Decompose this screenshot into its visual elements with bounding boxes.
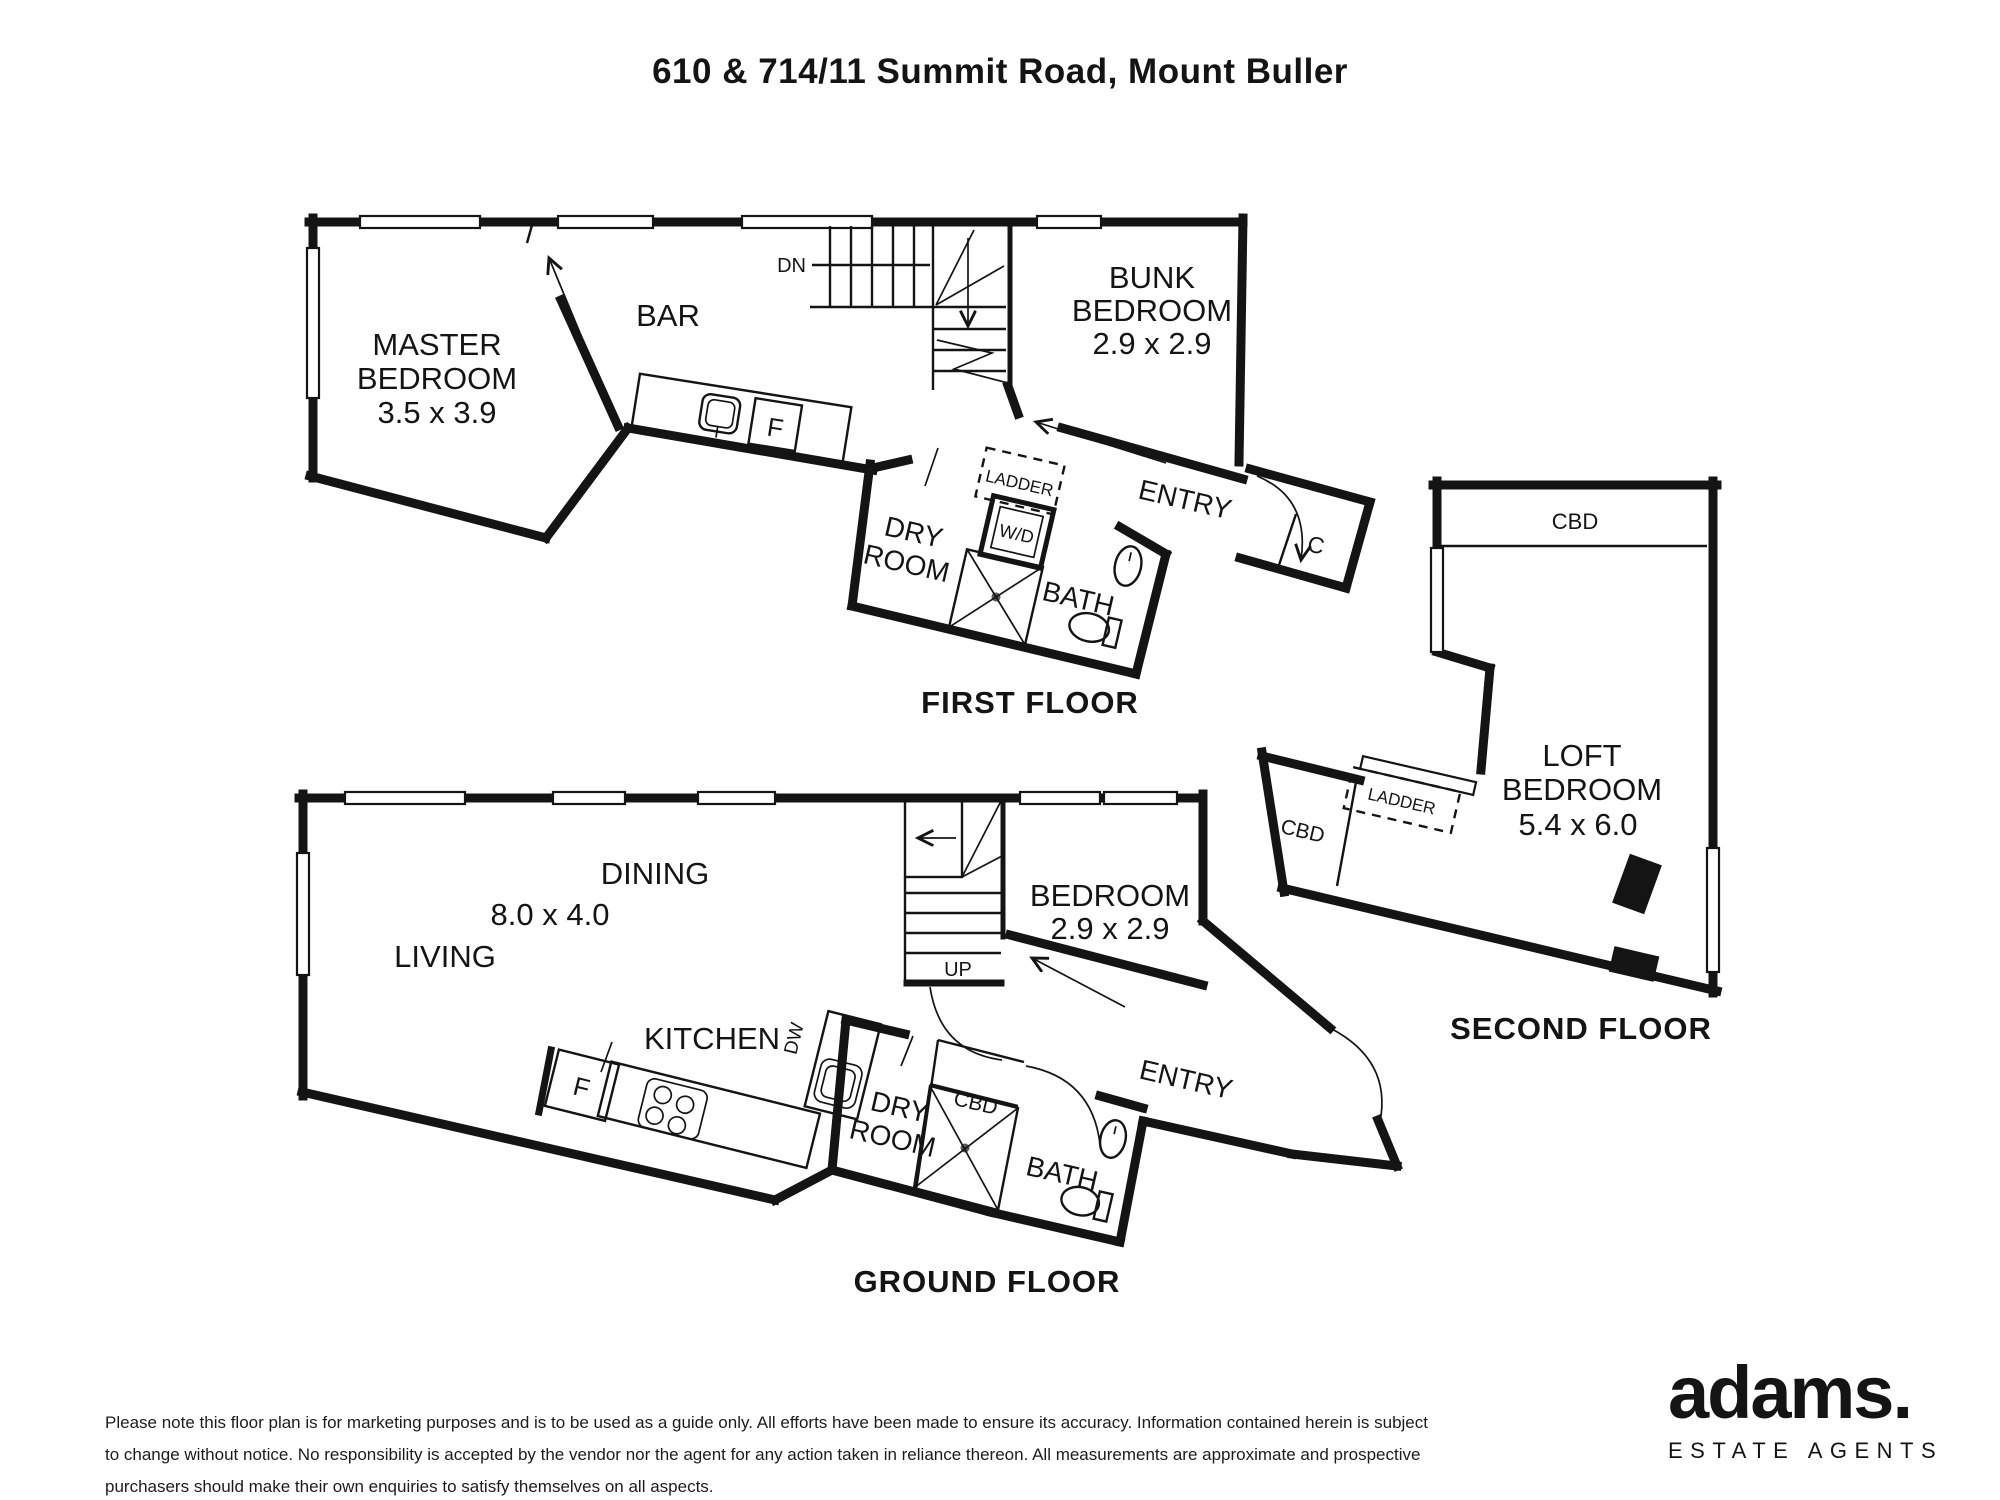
fridge-icon-first: F [747, 396, 804, 453]
bar-sink-icon [698, 392, 742, 438]
dishwasher-bench [803, 1009, 883, 1121]
label-entry-ground: ENTRY [1137, 1054, 1236, 1106]
first-floor-plan: F W/D LADDER [304, 213, 1376, 720]
kitchen-sink-icon [813, 1054, 863, 1110]
label-stairs-dn: DN [777, 255, 806, 277]
shower-icon-first [947, 547, 1045, 647]
first-floor-stairs [810, 222, 1009, 390]
label-master-l1: MASTER [372, 327, 501, 362]
toilet-icon-ground [1060, 1185, 1115, 1224]
hearth-icon [1608, 946, 1660, 982]
cbd-shower-ground [912, 1038, 1025, 1212]
second-floor-windows [1358, 546, 1721, 974]
label-loft-dims: 5.4 x 6.0 [1519, 807, 1638, 842]
label-kitchen: KITCHEN [644, 1021, 780, 1056]
label-bunk-dims: 2.9 x 2.9 [1093, 326, 1212, 361]
page-title: 610 & 714/11 Summit Road, Mount Buller [652, 52, 1348, 91]
label-cbd-left: CBD [1278, 815, 1326, 847]
label-bar: BAR [636, 298, 700, 333]
agency-logo: adams. ESTATE AGENTS [1668, 1356, 1943, 1464]
label-cbd-top: CBD [1552, 509, 1598, 534]
label-loft-l1: LOFT [1542, 738, 1621, 773]
first-floor-windows [305, 214, 1103, 400]
bath-sink-icon-ground [1098, 1119, 1128, 1159]
agency-tagline: ESTATE AGENTS [1668, 1438, 1944, 1463]
toilet-icon-first [1068, 611, 1123, 650]
flue-icon [1612, 853, 1662, 915]
label-wd: W/D [997, 520, 1036, 547]
label-second-floor: SECOND FLOOR [1450, 1011, 1712, 1046]
agency-brand: adams. [1668, 1351, 1913, 1434]
label-bedroom-ground-dims: 2.9 x 2.9 [1051, 911, 1170, 946]
first-floor-walls [304, 213, 1376, 680]
label-loft-l2: BEDROOM [1502, 772, 1662, 807]
disclaimer-line-2: to change without notice. No responsibil… [105, 1445, 1421, 1464]
second-floor-walls [1256, 476, 1723, 998]
label-first-floor: FIRST FLOOR [921, 685, 1139, 720]
disclaimer-line-1: Please note this floor plan is for marke… [105, 1413, 1428, 1432]
label-bath-ground: BATH [1023, 1150, 1101, 1197]
fridge-icon-ground: F [543, 1048, 621, 1123]
label-dining: DINING [601, 856, 710, 891]
label-fridge-ground: F [570, 1071, 593, 1104]
label-closet-first: C [1305, 530, 1327, 559]
label-dishwasher: DW [781, 1021, 809, 1057]
label-cbd-ground: CBD [951, 1087, 999, 1119]
second-floor-plan: LADDER CBD CBD LOFT BEDROOM 5.4 x 6.0 SE… [1256, 476, 1723, 1046]
label-bunk-l2: BEDROOM [1072, 293, 1232, 328]
ground-floor-door-arrows [1025, 958, 1383, 1145]
disclaimer-line-3: purchasers should make their own enquiri… [105, 1477, 714, 1496]
label-master-l2: BEDROOM [357, 361, 517, 396]
ground-floor-stairs: UP [903, 798, 1005, 1061]
label-master-dims: 3.5 x 3.9 [378, 395, 497, 430]
label-entry-first: ENTRY [1136, 474, 1235, 526]
label-dining-dims: 8.0 x 4.0 [491, 897, 610, 932]
label-stairs-up: UP [944, 959, 972, 981]
label-fridge-first: F [765, 412, 785, 444]
bath-sink-icon-first [1113, 545, 1143, 587]
ground-floor-plan: UP F [294, 789, 1403, 1299]
first-floor-door-arrows [549, 258, 1302, 560]
ground-floor-windows [295, 790, 1179, 977]
label-ladder-second: LADDER [1366, 784, 1437, 818]
kitchen-bench [596, 1060, 822, 1170]
label-bedroom-ground: BEDROOM [1030, 878, 1190, 913]
label-ground-floor: GROUND FLOOR [854, 1264, 1121, 1299]
label-living: LIVING [394, 939, 496, 974]
bar-bench: F [629, 372, 853, 466]
ground-floor-walls [294, 789, 1403, 1248]
disclaimer-text: Please note this floor plan is for marke… [105, 1407, 1645, 1500]
stove-icon [637, 1077, 709, 1140]
label-bunk-l1: BUNK [1109, 260, 1195, 295]
